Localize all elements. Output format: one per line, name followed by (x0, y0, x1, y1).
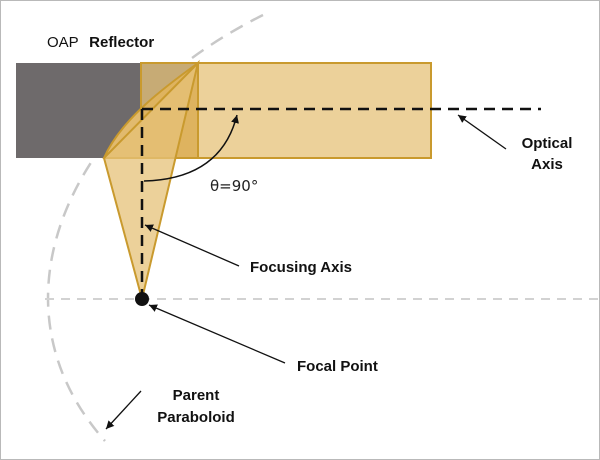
diagram-title: OAP Reflector (47, 34, 154, 51)
focusing-axis-label: Focusing Axis (250, 259, 352, 276)
focal-point-leader (148, 304, 286, 364)
focal-point-label: Focal Point (297, 358, 378, 375)
optical-axis-label-line2: Axis (531, 156, 563, 173)
focusing-axis-leader (144, 224, 240, 267)
parent-paraboloid-label-line2: Paraboloid (157, 409, 235, 426)
optical-axis-leader (457, 114, 507, 150)
angle-label: θ=90° (210, 177, 258, 195)
parent-paraboloid-curve (46, 13, 264, 442)
optical-axis-label-line1: Optical (522, 135, 573, 152)
title-prefix: OAP (47, 34, 79, 51)
title-main: Reflector (89, 34, 154, 51)
angle-arc (143, 114, 239, 182)
parent-paraboloid-label-line1: Parent (173, 387, 220, 404)
parent-paraboloid-leader (105, 390, 142, 430)
focal-point-dot (135, 292, 149, 306)
